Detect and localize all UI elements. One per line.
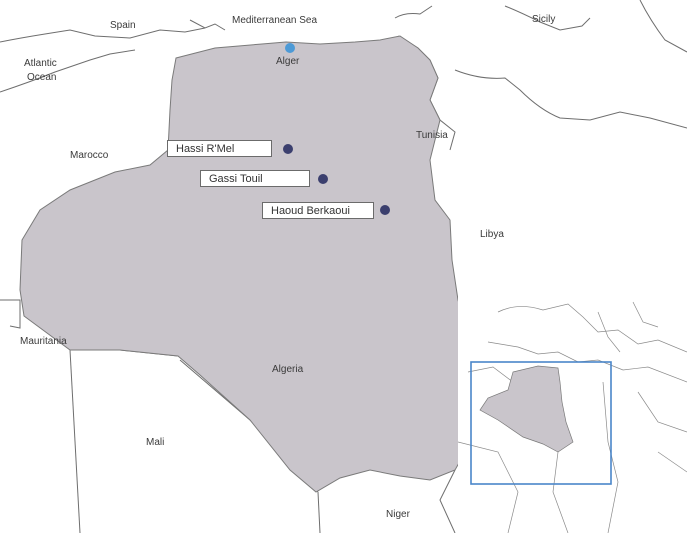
inset-locator-map (458, 292, 687, 533)
mauritania-south (69, 349, 81, 533)
inset-frame (470, 361, 612, 485)
country-label-niger: Niger (386, 509, 410, 520)
field-label-gassi-touil: Gassi Touil (200, 170, 310, 187)
sardinia-coast (394, 5, 433, 19)
country-label-tunisia: Tunisia (416, 130, 448, 141)
niger-border (317, 491, 321, 533)
sea-label-mediterranean: Mediterranean Sea (232, 15, 318, 26)
inset-algeria-shape (479, 365, 574, 453)
field-dot-hassi-rmel (283, 144, 293, 154)
field-dot-gassi-touil (318, 174, 328, 184)
niger-border-east (439, 469, 456, 533)
spain-coast (0, 27, 206, 43)
sicily-coast (504, 5, 591, 31)
capital-dot-alger (285, 43, 295, 53)
inset-map-svg (458, 292, 687, 533)
country-label-mauritania: Mauritania (20, 336, 67, 347)
field-dot-haoud-berkaoui (380, 205, 390, 215)
country-label-algeria: Algeria (272, 364, 304, 375)
sea-label-atlantic-2: Ocean (27, 72, 57, 83)
country-label-morocco: Marocco (70, 150, 109, 161)
island-label-sicily: Sicily (532, 14, 556, 25)
spain-coast-east (189, 19, 226, 31)
field-label-hassi-rmel: Hassi R'Mel (167, 140, 272, 157)
morocco-algeria-border-ext (0, 299, 21, 329)
country-label-spain: Spain (110, 20, 136, 31)
country-label-libya: Libya (480, 229, 504, 240)
algeria-shape (19, 35, 485, 493)
field-label-haoud-berkaoui: Haoud Berkaoui (262, 202, 374, 219)
africa-coast-east (454, 69, 687, 129)
country-label-mali: Mali (146, 437, 165, 448)
italy-coast (639, 0, 687, 53)
africa-coast-west (0, 49, 136, 93)
capital-label-alger: Alger (276, 56, 300, 67)
sea-label-atlantic-1: Atlantic (24, 58, 57, 69)
